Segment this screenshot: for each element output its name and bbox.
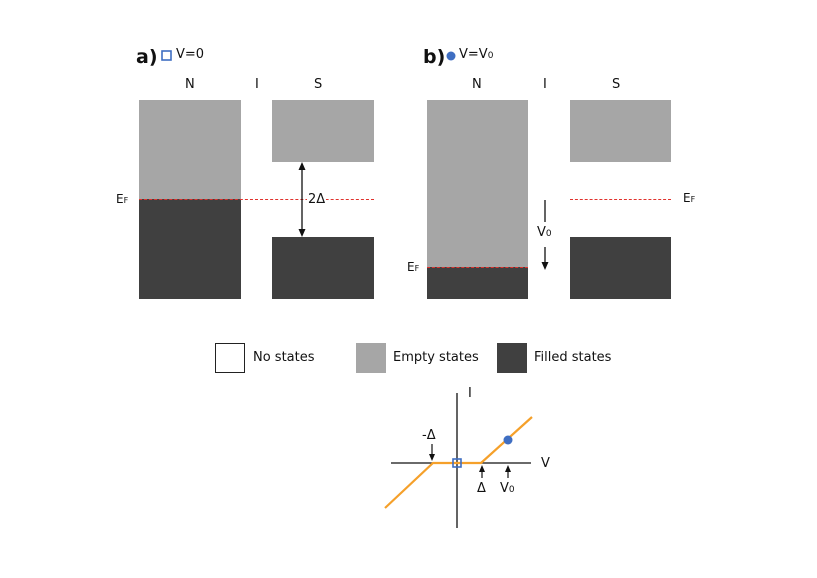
panel-a-s-lower-band xyxy=(272,237,374,299)
iv-x-axis-label: V xyxy=(541,456,550,471)
panel-a-col-s: S xyxy=(314,77,323,92)
open-square-icon xyxy=(452,458,462,468)
panel-b-n-fermi-line xyxy=(427,267,528,268)
panel-b-s-fermi-line xyxy=(570,199,671,200)
panel-a-condition: V=0 xyxy=(176,47,205,62)
panel-a-fermi-label: EF xyxy=(116,192,129,206)
panel-b-col-s: S xyxy=(612,77,621,92)
panel-b-s-lower-band xyxy=(570,237,671,299)
filled-circle-icon xyxy=(503,435,513,445)
panel-b-n-filled-band xyxy=(427,267,528,299)
open-square-icon xyxy=(161,50,172,61)
panel-a-s-upper-band xyxy=(272,100,374,162)
panel-b-s-fermi-label: EF xyxy=(683,191,696,205)
iv-bias-tick-label: V0 xyxy=(500,481,515,496)
panel-b-s-upper-band xyxy=(570,100,671,162)
legend-label-no-states: No states xyxy=(253,350,315,365)
legend-swatch-empty-states xyxy=(356,343,386,373)
iv-neg-gap-label: -Δ xyxy=(422,428,436,443)
panel-b-n-fermi-label: EF xyxy=(407,260,420,274)
iv-pos-gap-label: Δ xyxy=(477,481,486,496)
panel-b-n-empty-band xyxy=(427,100,528,267)
panel-b-col-i: I xyxy=(543,77,547,92)
panel-a-col-n: N xyxy=(185,77,195,92)
panel-b-condition: V=V0 xyxy=(459,47,494,62)
panel-a-n-filled-band xyxy=(139,199,241,299)
panel-a-col-i: I xyxy=(255,77,259,92)
panel-b-bias-label: V0 xyxy=(537,225,552,240)
panel-a-n-empty-band xyxy=(139,100,241,199)
legend-label-filled-states: Filled states xyxy=(534,350,612,365)
legend-swatch-filled-states xyxy=(497,343,527,373)
iv-y-axis-label: I xyxy=(468,386,472,401)
panel-b-col-n: N xyxy=(472,77,482,92)
filled-circle-icon xyxy=(446,51,456,61)
panel-a-gap-label: 2Δ xyxy=(307,192,327,207)
panel-a-fermi-line xyxy=(139,199,374,200)
panel-b-label: b) xyxy=(423,46,446,68)
legend-swatch-no-states xyxy=(215,343,245,373)
panel-a-label: a) xyxy=(136,46,158,68)
legend-label-empty-states: Empty states xyxy=(393,350,479,365)
